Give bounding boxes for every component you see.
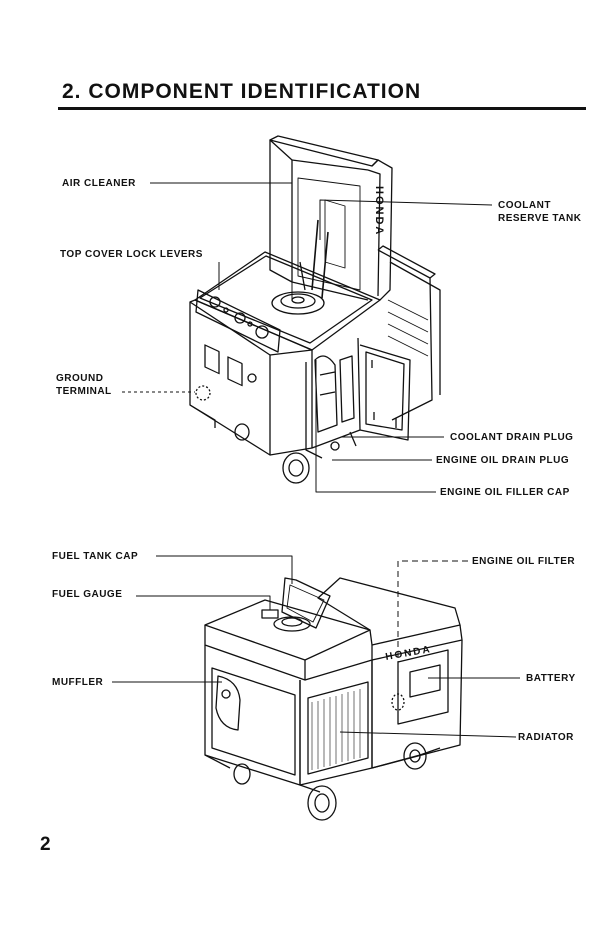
label-coolant-drain-plug: COOLANT DRAIN PLUG xyxy=(450,432,574,443)
label-air-cleaner: AIR CLEANER xyxy=(62,178,136,189)
label-muffler: MUFFLER xyxy=(52,677,104,688)
label-ground-terminal: GROUND TERMINAL xyxy=(56,372,112,398)
label-coolant-reserve-tank: COOLANT RESERVE TANK xyxy=(498,199,581,225)
label-top-cover-lock-levers: TOP COVER LOCK LEVERS xyxy=(60,249,203,260)
generator-bottom-view-illustration: HONDA xyxy=(204,577,463,821)
top-figure-leader-lines xyxy=(122,182,493,493)
label-engine-oil-drain-plug: ENGINE OIL DRAIN PLUG xyxy=(436,455,570,466)
label-engine-oil-filler-cap: ENGINE OIL FILLER CAP xyxy=(440,487,570,498)
page-number: 2 xyxy=(40,834,51,855)
page-title: 2. COMPONENT IDENTIFICATION xyxy=(62,80,422,103)
label-radiator: RADIATOR xyxy=(518,732,574,743)
label-fuel-tank-cap: FUEL TANK CAP xyxy=(52,551,139,562)
label-battery: BATTERY xyxy=(526,673,576,684)
label-coolant-reserve-tank-line2: RESERVE TANK xyxy=(498,213,582,224)
label-fuel-gauge: FUEL GAUGE xyxy=(52,589,123,600)
bottom-figure-leader-lines xyxy=(112,555,520,738)
label-engine-oil-filter: ENGINE OIL FILTER xyxy=(472,556,576,567)
label-coolant-reserve-tank-line1: COOLANT xyxy=(498,200,551,211)
generator-top-view-illustration: HONDA xyxy=(189,135,441,484)
label-ground-terminal-line2: TERMINAL xyxy=(56,386,112,397)
brand-logo-top: HONDA xyxy=(373,186,385,236)
label-ground-terminal-line1: GROUND xyxy=(56,373,104,384)
title-underline xyxy=(58,107,586,110)
